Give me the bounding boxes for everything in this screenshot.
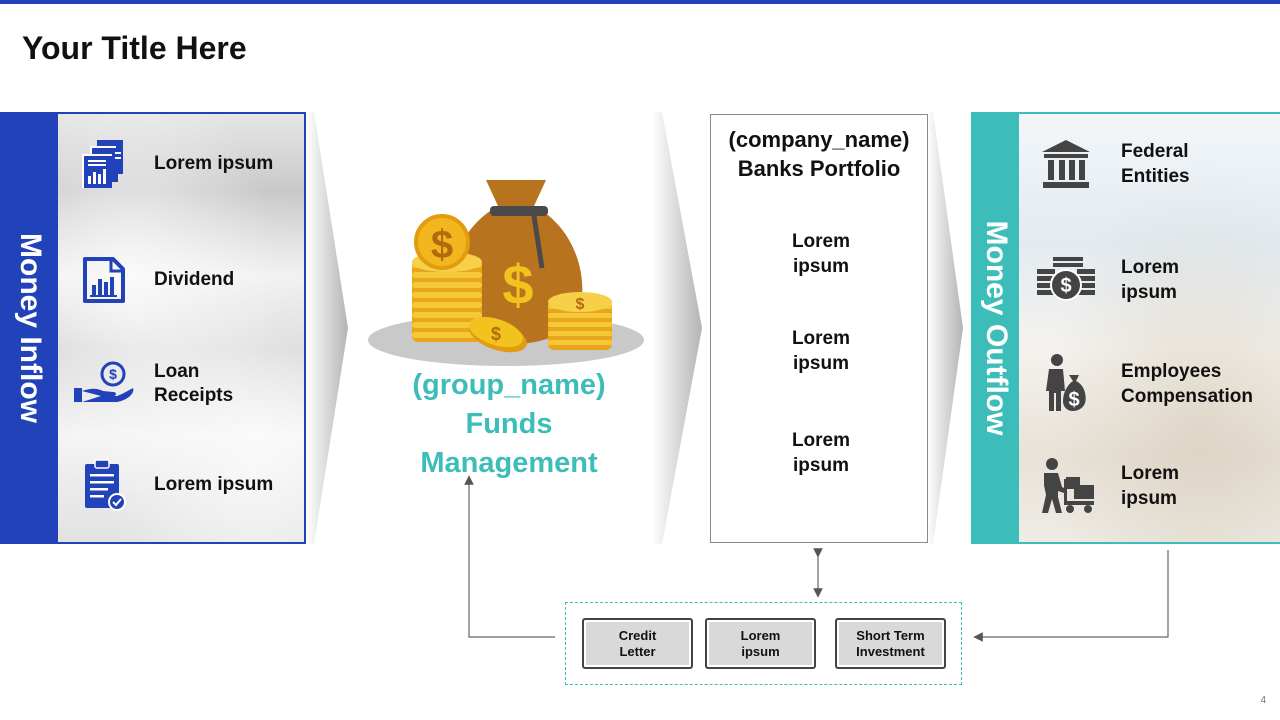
funds-management-title: (group_name) Funds Management (412, 369, 606, 479)
hand-coin-icon: $ (72, 356, 136, 412)
inflow-item-2: Dividend (72, 252, 302, 308)
outflow-item-label: Lorem ipsum (1121, 463, 1180, 509)
credit-letter-box: Credit Letter (582, 618, 693, 669)
money-inflow-panel: Money Inflow Lorem ipsum (0, 112, 306, 544)
outflow-item-3: $ Employees Compensation (1029, 354, 1279, 414)
top-accent-bar (0, 0, 1280, 4)
money-outflow-panel: Money Outflow Federal Entities (971, 112, 1280, 544)
portfolio-item-2: Lorem ipsum (791, 328, 851, 374)
outflow-item-label: Employees Compensation (1121, 361, 1253, 407)
portfolio-item-3: Lorem ipsum (791, 430, 851, 476)
inflow-item-3: $ Loan Receipts (72, 356, 302, 412)
documents-chart-icon (72, 136, 136, 192)
svg-text:$: $ (1060, 275, 1071, 297)
slide-title: Your Title Here (22, 30, 247, 66)
inflow-band: Money Inflow (2, 114, 58, 542)
person-cart-icon (1029, 456, 1103, 516)
short-term-investment-box: Short Term Investment (835, 618, 946, 669)
banks-portfolio-box: (company_name) Banks Portfolio Lorem ips… (710, 114, 928, 543)
outflow-item-1: Federal Entities (1029, 134, 1279, 194)
svg-text:$: $ (502, 253, 533, 316)
cash-stack-icon: $ (1029, 250, 1103, 310)
outflow-item-label: Federal Entities (1121, 141, 1190, 187)
page-number: 4 (1260, 695, 1266, 706)
inflow-item-1: Lorem ipsum (72, 136, 302, 192)
svg-text:$: $ (576, 296, 585, 313)
report-chart-icon (72, 252, 136, 308)
inflow-item-label: Dividend (154, 269, 235, 290)
inflow-item-label: Lorem ipsum (154, 474, 274, 495)
outflow-band: Money Outflow (973, 114, 1019, 542)
bank-building-icon (1029, 134, 1103, 194)
svg-text:$: $ (491, 324, 501, 344)
money-bag-coins-icon: $ $ $ $ (368, 180, 644, 366)
money-outflow-label: Money Outflow (980, 220, 1013, 436)
outflow-background (1019, 114, 1280, 542)
svg-text:$: $ (1068, 389, 1079, 411)
instruments-group: Credit Letter Lorem ipsum Short Term Inv… (565, 602, 962, 685)
inflow-item-label: Lorem ipsum (154, 153, 274, 174)
clipboard-check-icon (72, 457, 136, 513)
outflow-item-4: Lorem ipsum (1029, 456, 1279, 516)
portfolio-item-1: Lorem ipsum (791, 231, 851, 277)
portfolio-title: (company_name) Banks Portfolio (728, 127, 910, 181)
outflow-item-label: Lorem ipsum (1121, 257, 1180, 303)
person-money-bag-icon: $ (1029, 354, 1103, 414)
chevron-arrow-2 (652, 112, 702, 544)
svg-text:$: $ (431, 223, 453, 267)
lorem-ipsum-box: Lorem ipsum (705, 618, 816, 669)
svg-text:$: $ (109, 366, 117, 382)
chevron-arrow-1 (306, 112, 348, 544)
outflow-item-2: $ Lorem ipsum (1029, 250, 1279, 310)
inflow-item-4: Lorem ipsum (72, 457, 302, 513)
inflow-item-label: Loan Receipts (154, 361, 234, 406)
money-inflow-label: Money Inflow (14, 233, 47, 423)
chevron-arrow-3 (927, 112, 963, 544)
